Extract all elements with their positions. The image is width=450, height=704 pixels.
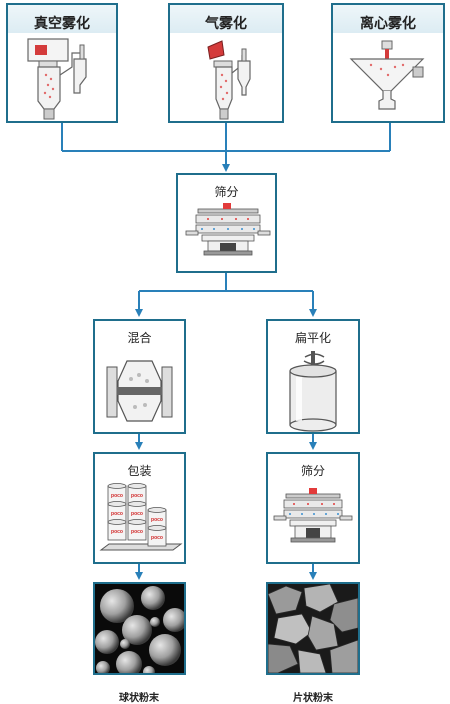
gas-atomization-box: 气雾化 (168, 3, 284, 123)
centrifugal-atomizer-icon (349, 40, 425, 110)
centrifugal-atomization-box: 离心雾化 (331, 3, 445, 123)
drum: poco (147, 507, 167, 529)
box-header (170, 5, 282, 33)
packaged-drums-icon: poco poco poco poco poco poco poco poco (99, 483, 183, 551)
drum-label: poco (131, 511, 143, 517)
gas-atomizer-icon (207, 40, 251, 120)
vacuum-atomization-label: 真空雾化 (34, 16, 90, 32)
sieve-box-2: 筛分 (266, 452, 360, 564)
sieve-box: 筛分 (176, 173, 277, 273)
flatten-label: 扁平化 (294, 331, 331, 345)
flake-powder-image (266, 582, 360, 675)
package-label: 包装 (127, 464, 152, 478)
ball-mill-icon (289, 351, 337, 432)
drum-label: poco (151, 517, 163, 523)
mixer-icon (106, 360, 173, 422)
drum: poco (127, 483, 147, 505)
box-header (8, 5, 116, 33)
vacuum-atomizer-icon (27, 38, 87, 120)
vacuum-atomization-box: 真空雾化 (6, 3, 118, 123)
flatten-box: 扁平化 (266, 319, 360, 434)
sieve-machine-icon (273, 488, 353, 543)
sieve-machine-icon (185, 203, 271, 256)
sieve-label: 筛分 (214, 185, 239, 199)
gas-atomization-label: 气雾化 (205, 16, 247, 32)
drum-label: poco (131, 529, 143, 535)
mix-box: 混合 (93, 319, 186, 434)
flake-particles-illustration (268, 584, 358, 673)
drum: poco (107, 519, 127, 541)
spherical-powder-image (93, 582, 186, 675)
package-box: 包装 poco poco poco poco poco poco poco poco (93, 452, 186, 564)
spherical-particles-illustration (95, 584, 184, 673)
drum-label: poco (131, 493, 143, 499)
drum: poco (127, 501, 147, 523)
drum: poco (107, 483, 127, 505)
drum-label: poco (111, 493, 123, 499)
drum-label: poco (111, 511, 123, 517)
drum: poco (147, 525, 167, 547)
spherical-powder-caption: 球状粉末 (119, 693, 159, 704)
drum: poco (107, 501, 127, 523)
box-header (333, 5, 443, 33)
drum-label: poco (151, 535, 163, 541)
drum: poco (127, 519, 147, 541)
flake-powder-caption: 片状粉末 (293, 693, 333, 704)
sieve-label-2: 筛分 (300, 464, 325, 478)
centrifugal-atomization-label: 离心雾化 (360, 16, 416, 32)
mix-label: 混合 (127, 331, 152, 345)
pallet (99, 543, 183, 551)
drum-label: poco (111, 529, 123, 535)
